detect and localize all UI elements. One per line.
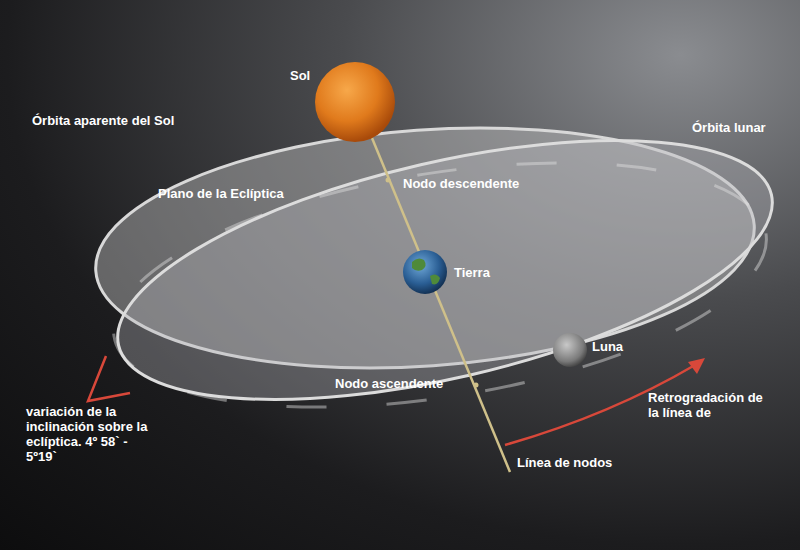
orbit-label: Órbita lunar bbox=[692, 120, 766, 135]
earth bbox=[403, 250, 447, 294]
orbit-label: Órbita aparente del Sol bbox=[32, 113, 174, 128]
ascending-node-point bbox=[474, 383, 479, 388]
node-label: Nodo descendente bbox=[403, 176, 519, 191]
retrograde-arrowhead bbox=[688, 358, 705, 374]
moon bbox=[553, 333, 587, 367]
body-label: Sol bbox=[290, 68, 310, 83]
sun bbox=[315, 62, 395, 142]
lunar-orbit-plane bbox=[94, 89, 795, 450]
body-label: Luna bbox=[592, 339, 623, 354]
retrograde-note: Retrogradación de la línea de bbox=[648, 390, 773, 420]
line-label: Línea de nodos bbox=[517, 455, 612, 470]
node-label: Nodo ascendente bbox=[335, 376, 443, 391]
inclination-bracket bbox=[88, 356, 130, 401]
inclination-note: variación de la inclinación sobre la ecl… bbox=[26, 404, 161, 464]
descending-node-point bbox=[386, 178, 391, 183]
plane-label: Plano de la Eclíptica bbox=[158, 186, 284, 201]
earth-land bbox=[412, 258, 440, 284]
body-label: Tierra bbox=[454, 265, 490, 280]
orbit-precession-trace bbox=[97, 123, 784, 447]
